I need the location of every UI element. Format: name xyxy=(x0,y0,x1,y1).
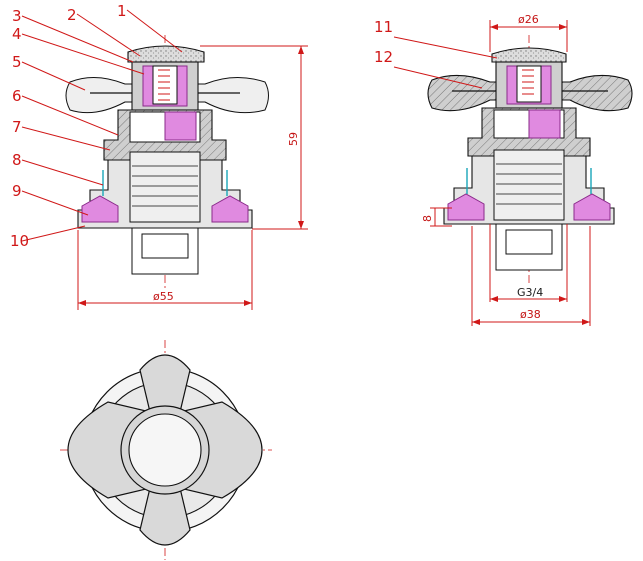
right-cartridge xyxy=(493,149,565,221)
right-cap xyxy=(491,47,567,63)
right-screw-bore xyxy=(516,65,542,103)
right-callouts: 11 12 xyxy=(374,18,498,89)
dim-g34-arrows xyxy=(490,296,567,302)
dim-flange-diameter: ø38 xyxy=(520,308,541,321)
right-screw-thread xyxy=(522,69,534,95)
callout-5: 5 xyxy=(12,53,22,71)
dim-thread: G3/4 xyxy=(517,286,543,299)
callout-7: 7 xyxy=(12,118,22,136)
callout-10: 10 xyxy=(10,232,29,250)
left-gasket-r xyxy=(211,195,249,223)
right-gasket-r xyxy=(573,193,611,221)
leader-1 xyxy=(126,9,183,53)
right-cartridge-lines xyxy=(496,163,562,205)
leader-3 xyxy=(21,15,134,63)
top-view xyxy=(60,340,272,560)
leader-7 xyxy=(21,126,111,151)
leader-10 xyxy=(21,225,86,242)
leader-8 xyxy=(21,159,104,186)
right-tail-window xyxy=(505,229,553,255)
callout-4: 4 xyxy=(12,25,22,43)
right-section-view xyxy=(427,35,633,285)
left-section-view xyxy=(65,35,269,290)
callout-8: 8 xyxy=(12,151,22,169)
left-screw-bore xyxy=(152,65,178,105)
dim-26-arrows xyxy=(490,24,567,30)
left-tail-window xyxy=(141,233,189,259)
left-gasket-l xyxy=(81,195,119,223)
callout-9: 9 xyxy=(12,182,22,200)
left-screw-thread xyxy=(158,69,170,101)
callout-3: 3 xyxy=(12,7,22,25)
right-gasket-l xyxy=(447,193,485,221)
leader-11 xyxy=(393,36,498,59)
left-dimensions: 59 ø55 xyxy=(77,45,308,310)
dim-cap-diameter: ø26 xyxy=(518,13,539,26)
right-dimensions: ø26 8 G3/4 ø38 xyxy=(421,13,591,326)
callout-6: 6 xyxy=(12,87,22,105)
leader-5 xyxy=(21,61,86,91)
left-cap xyxy=(127,45,205,63)
callout-2: 2 xyxy=(67,6,77,24)
dim-base-diameter: ø55 xyxy=(153,290,174,303)
dim-flange-height: 8 xyxy=(421,215,434,222)
callout-12: 12 xyxy=(374,48,393,66)
leader-4 xyxy=(21,33,145,75)
left-callouts: 1 2 3 4 5 6 7 8 9 10 xyxy=(10,2,183,250)
left-cartridge xyxy=(129,151,201,223)
callout-1: 1 xyxy=(117,2,127,20)
top-cap xyxy=(128,413,202,487)
dim-height: 59 xyxy=(287,132,300,146)
callout-11: 11 xyxy=(374,18,393,36)
leader-9 xyxy=(21,190,89,216)
right-stem-section xyxy=(528,109,561,139)
leader-2 xyxy=(76,13,141,57)
leader-6 xyxy=(21,95,119,136)
left-cartridge-lines xyxy=(132,165,198,207)
left-stem-section xyxy=(164,111,197,141)
leader-12 xyxy=(393,66,483,89)
